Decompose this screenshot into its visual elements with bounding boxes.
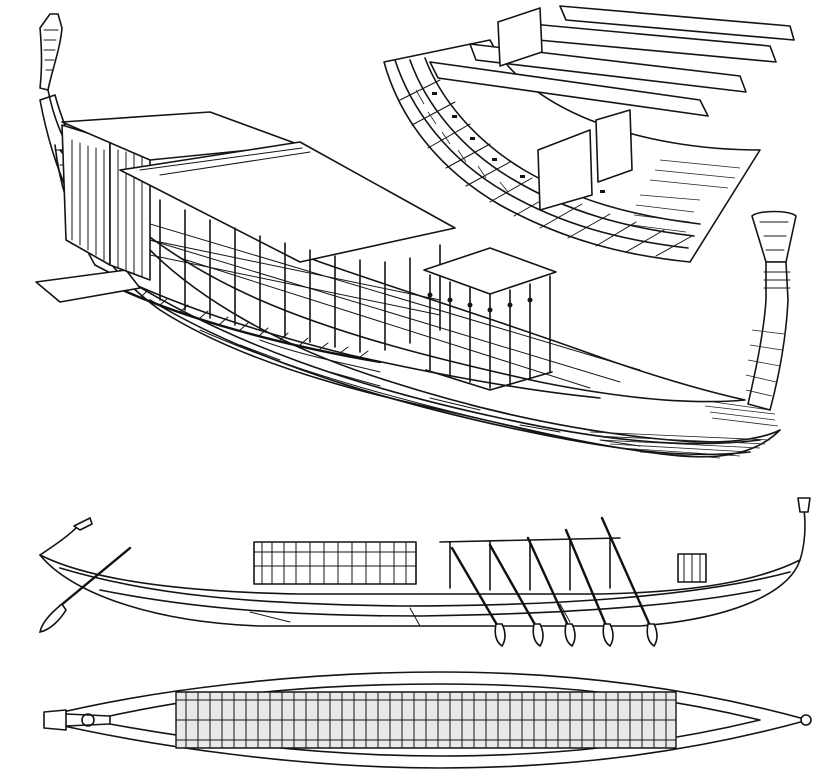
oar-group (450, 516, 658, 648)
